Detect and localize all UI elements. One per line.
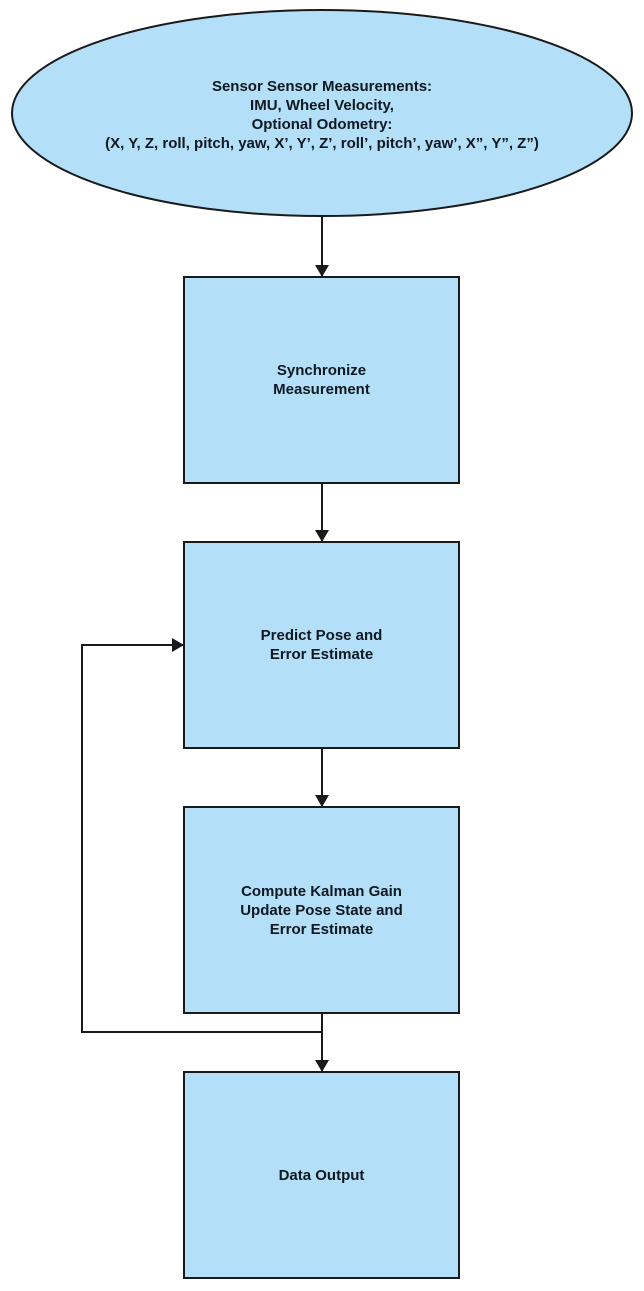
feedback-loop-arrow — [81, 638, 322, 1033]
sensor-measurements-label: Sensor Sensor Measurements: IMU, Wheel V… — [40, 60, 604, 170]
synchronize-measurement-label: Synchronize Measurement — [184, 277, 459, 483]
data-output-label: Data Output — [184, 1072, 459, 1278]
sensor-label-line-3: Optional Odometry: — [251, 116, 393, 133]
sensor-label-line-4: (X, Y, Z, roll, pitch, yaw, X’, Y’, Z’, … — [105, 135, 539, 152]
predict-pose-box — [183, 541, 460, 749]
update-label-line-1: Compute Kalman Gain — [241, 882, 402, 900]
predict-label-line-2: Error Estimate — [269, 646, 374, 663]
data-output-box — [183, 1071, 460, 1279]
output-label-line-1: Data Output — [278, 1166, 365, 1184]
sensor-label-line-1: Sensor Sensor Measurements: — [211, 78, 433, 95]
update-label-line-3: Error Estimate — [269, 920, 374, 938]
predict-label-line-1: Predict Pose and — [260, 627, 383, 644]
update-label-line-2: Update Pose State and — [240, 901, 403, 919]
predict-pose-label: Predict Pose and Error Estimate — [184, 542, 459, 748]
synchronize-label-line-1: Synchronize — [276, 362, 367, 379]
kalman-gain-update-box — [183, 806, 460, 1014]
synchronize-measurement-box — [183, 276, 460, 484]
synchronize-label-line-2: Measurement — [273, 381, 370, 398]
sensor-label-line-2: IMU, Wheel Velocity, — [250, 97, 394, 114]
kalman-gain-update-label: Compute Kalman Gain Update Pose State an… — [184, 807, 459, 1013]
